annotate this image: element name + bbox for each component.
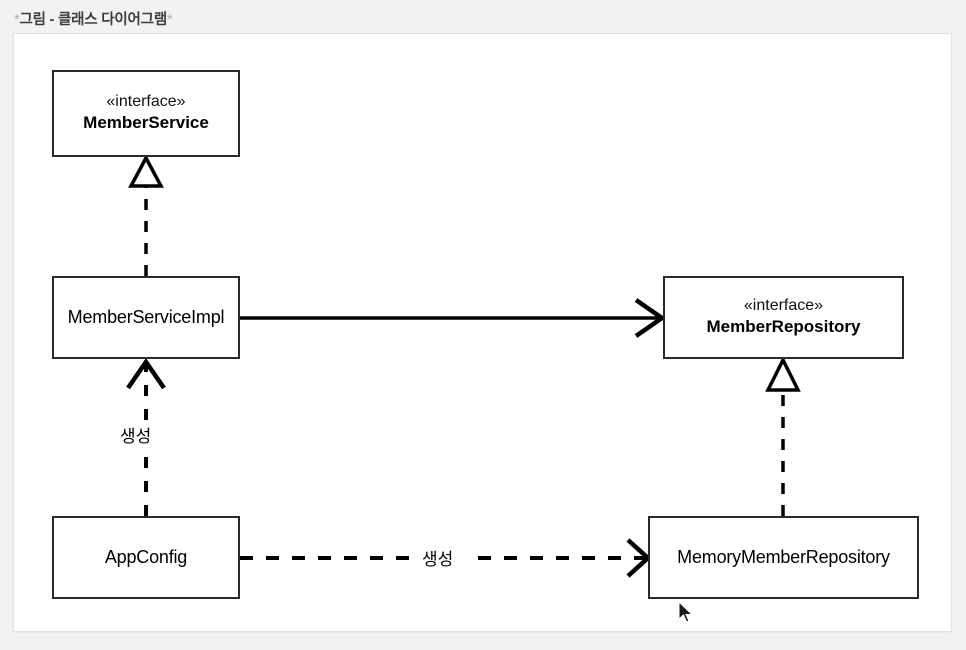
edge-label-create-impl: 생성 — [116, 422, 156, 447]
uml-node-app-config[interactable]: AppConfig — [52, 516, 240, 599]
uml-node-member-service-impl[interactable]: MemberServiceImpl — [52, 276, 240, 359]
caption-suffix-asterisk: * — [166, 12, 173, 28]
caption-prefix-asterisk: * — [14, 12, 20, 28]
class-name-label: MemberRepository — [706, 317, 861, 337]
class-name-label: MemberServiceImpl — [67, 306, 225, 327]
class-name-label: AppConfig — [104, 546, 188, 567]
open-arrowhead-icon — [126, 358, 166, 390]
edge-impl-realizes-service — [128, 154, 164, 276]
open-arrowhead-icon — [634, 298, 666, 338]
edge-memory-realizes-repository — [765, 356, 801, 516]
hollow-triangle-arrowhead-icon — [765, 356, 801, 392]
hollow-triangle-arrowhead-icon — [128, 154, 164, 188]
uml-node-member-service[interactable]: «interface» MemberService — [52, 70, 240, 157]
class-name-label: MemberService — [83, 113, 209, 133]
uml-node-memory-member-repository[interactable]: MemoryMemberRepository — [648, 516, 919, 599]
edge-label-create-memory: 생성 — [418, 545, 458, 570]
edge-impl-uses-repository — [240, 298, 666, 338]
uml-node-member-repository[interactable]: «interface» MemberRepository — [663, 276, 904, 359]
stereotype-label: «interface» — [106, 93, 186, 111]
caption-text: 그림 - 클래스 다이어그램 — [19, 12, 167, 28]
class-name-label: MemoryMemberRepository — [677, 546, 890, 567]
page-title: *그림 - 클래스 다이어그램* — [14, 8, 173, 29]
stereotype-label: «interface» — [743, 297, 824, 315]
